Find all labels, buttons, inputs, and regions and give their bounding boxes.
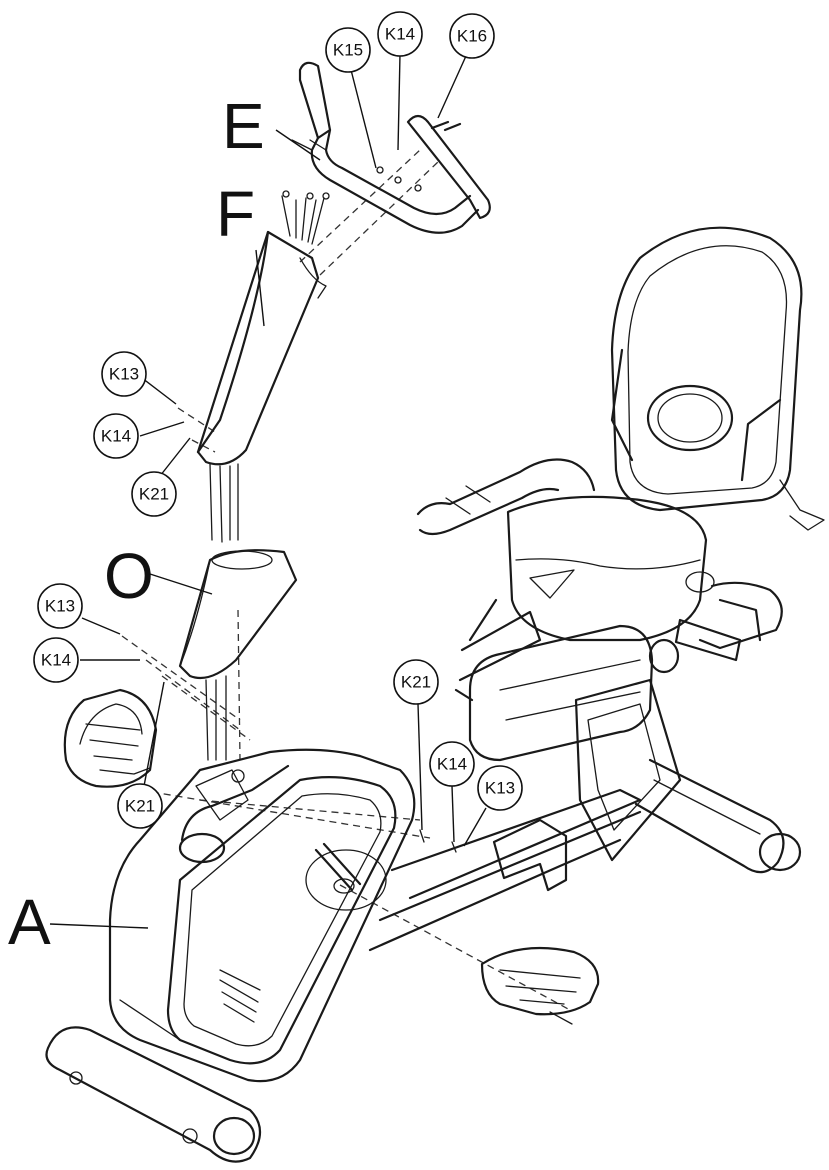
- callout-k21-right: K21: [401, 673, 431, 692]
- label-a: A: [8, 886, 51, 958]
- label-e: E: [222, 90, 265, 162]
- label-o: O: [104, 540, 154, 612]
- callout-k14-right: K14: [437, 755, 467, 774]
- console-mast-part-f: [196, 190, 330, 543]
- handlebar-part-e: [291, 61, 491, 234]
- seat-assembly: [416, 226, 825, 874]
- callout-k21-low: K21: [125, 797, 155, 816]
- part-letter-labels: E F O A: [8, 90, 321, 958]
- callout-k14-top: K14: [385, 25, 415, 44]
- callout-k14-mid: K14: [101, 427, 131, 446]
- callout-k13-mid: K13: [109, 365, 139, 384]
- label-f: F: [216, 178, 255, 250]
- shroud-part-o: [178, 549, 298, 761]
- hardware-callouts: K15 K14 K16 K13 K14 K21 K13 K14 K21 K21: [33, 11, 523, 853]
- pedals: [63, 688, 600, 1025]
- assembly-guides: [121, 149, 571, 1011]
- callout-k13-right: K13: [485, 779, 515, 798]
- callout-k16-top: K16: [457, 27, 487, 46]
- callout-k15-top: K15: [333, 41, 363, 60]
- callout-k14-low: K14: [41, 651, 71, 670]
- callout-k13-low: K13: [45, 597, 75, 616]
- callout-k21-mid: K21: [139, 485, 169, 504]
